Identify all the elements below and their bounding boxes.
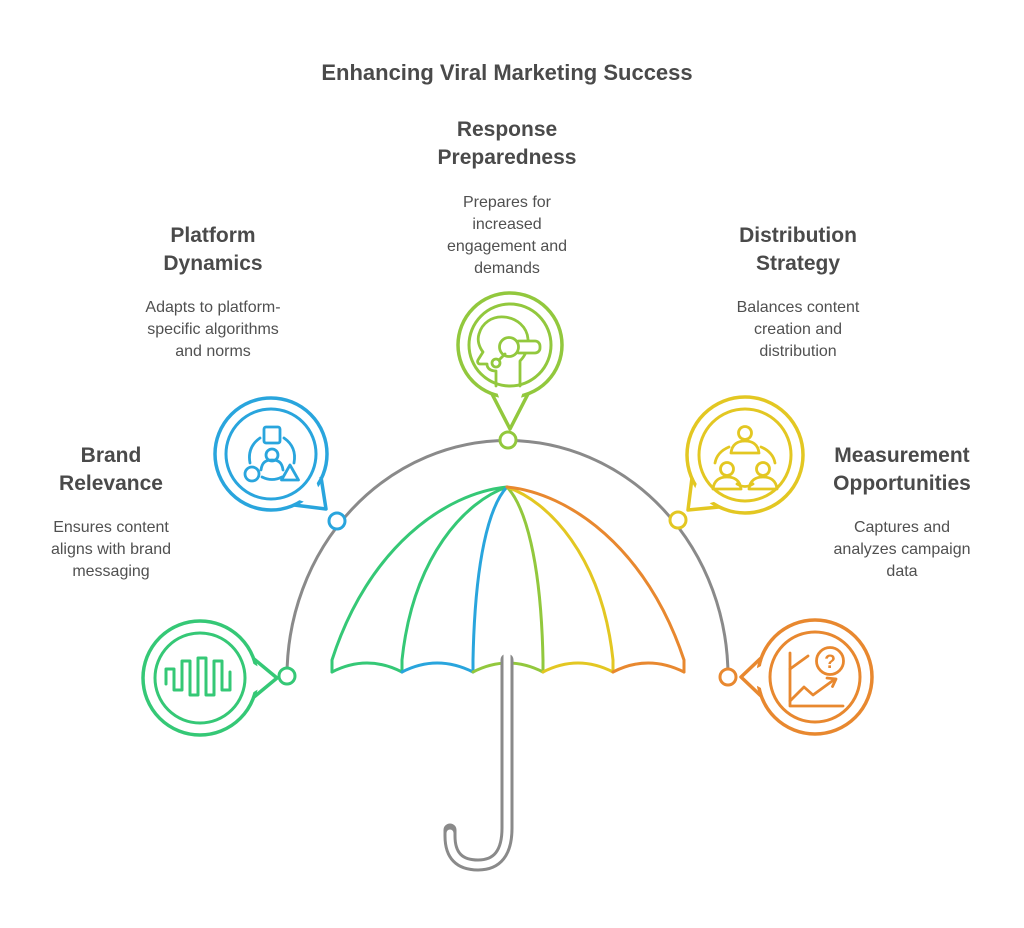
headset-support-icon [476,315,542,388]
question-mark: ? [824,652,836,673]
connector-dot-distribution [668,510,688,530]
response-preparedness-bubble [456,291,564,431]
user-shapes-icon [243,425,300,483]
section-title-distribution-strategy: Distribution Strategy [739,224,857,275]
distribution-strategy-bubble [685,395,805,515]
umbrella-panel-blue [400,485,509,674]
umbrella [330,485,686,674]
umbrella-panel-yellow [505,485,615,674]
people-network-icon [711,425,779,491]
connector-dot-platform [327,511,347,531]
measurement-opportunities-bubble: ? [739,618,874,736]
section-desc-measurement-opportunities: Captures and analyzes campaign data [833,519,971,580]
waveform-icon [164,656,232,697]
chart-question-icon: ? [788,646,845,708]
connector-dot-brand [277,666,297,686]
section-title-measurement-opportunities: Measurement Opportunities [833,444,971,495]
section-title-platform-dynamics: Platform Dynamics [163,224,263,275]
platform-dynamics-bubble [213,396,329,512]
connector-arc [285,439,730,678]
section-desc-distribution-strategy: Balances content creation and distributi… [736,299,860,360]
connector-dot-measurement [718,667,738,687]
section-desc-platform-dynamics: Adapts to platform-specific algorithms a… [145,299,281,360]
umbrella-pole [443,650,514,872]
section-desc-response-preparedness: Prepares for increased engagement and de… [446,194,568,277]
page-title: Enhancing Viral Marketing Success [321,60,693,85]
connector-dots [277,430,738,687]
umbrella-panel-green [330,485,509,674]
umbrella-panel-olive [471,485,545,674]
brand-relevance-bubble [141,619,279,737]
connector-dot-response [498,430,518,450]
section-desc-brand-relevance: Ensures content aligns with brand messag… [50,519,172,580]
umbrella-panel-orange [505,485,686,674]
section-title-response-preparedness: Response Preparedness [437,118,577,169]
section-title-brand-relevance: Brand Relevance [59,444,163,495]
